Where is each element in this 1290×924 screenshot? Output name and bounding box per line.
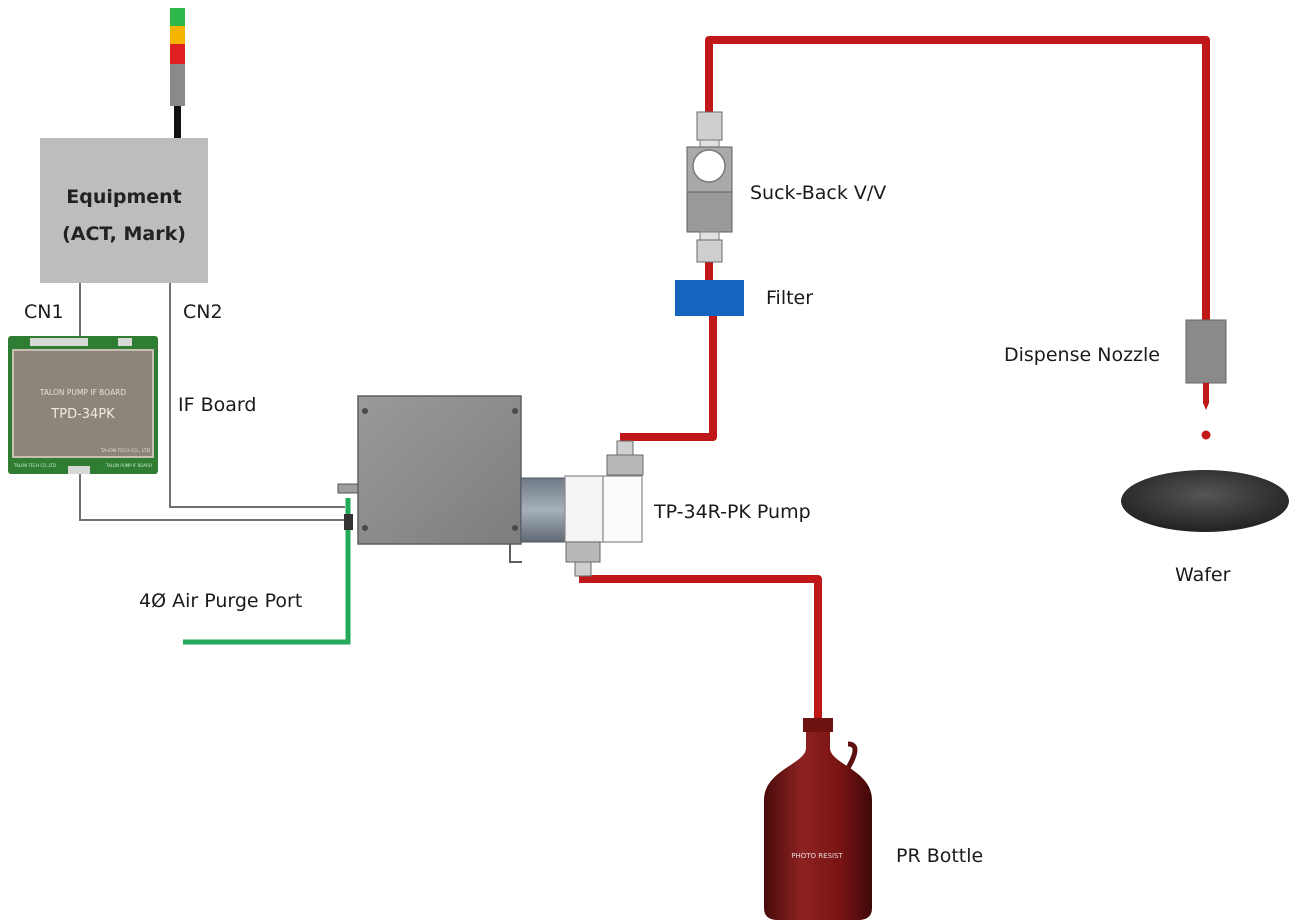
if-board-model-text: TPD-34PK [50,407,115,422]
pump-inlet-nut [565,541,601,563]
pump-screw [512,408,518,414]
if-board-cover [12,349,154,458]
suck-back-valve-label: Suck-Back V/V [750,182,886,204]
dispense-nozzle-label: Dispense Nozzle [1004,344,1160,366]
valve-window [692,149,726,183]
purge-connector [344,514,353,530]
if-board-label: IF Board [178,394,256,416]
pump-outlet-nut [606,454,644,476]
pump-outlet-fitting [616,440,634,456]
valve-bottom-nut [696,239,723,263]
signal-tower-body [170,64,185,106]
if-board-connector-bottom [68,466,90,474]
bottle-handle [845,741,858,770]
pump-body [357,395,522,545]
valve-lower-body [686,191,733,233]
pump-screw [362,525,368,531]
equipment-box: Equipment (ACT, Mark) [40,138,208,283]
pump-head-block-outlet [602,475,643,543]
pr-bottle: PHOTO RESIST [764,718,872,920]
bottle-label-text: PHOTO RESIST [791,852,843,860]
pump-head-block [564,475,604,543]
if-board-header-text: TALON PUMP IF BOARD [39,388,126,397]
cn1-label: CN1 [24,301,64,323]
pipe-valve-to-nozzle [705,36,1210,320]
pump-assembly [337,395,644,577]
signal-tower-pole [174,106,181,138]
signal-light-yellow [170,26,185,44]
nozzle-body [1185,319,1227,384]
valve-top-nut [696,111,723,141]
suck-back-valve [686,111,733,263]
bottle-cap [803,718,833,732]
pipe-pump-to-filter [620,310,717,441]
signal-light-red [170,44,185,64]
process-piping [579,36,1210,720]
pump-screw [362,408,368,414]
filter-element [675,280,744,316]
signal-tower [170,8,185,138]
signal-light-green [170,8,185,26]
pump-label: TP-34R-PK Pump [653,501,811,523]
photoresist-drop [1201,430,1211,440]
pump-inlet-fitting [574,561,592,577]
wafer-disc [1121,470,1289,532]
if-board-maker-text: TA-ION TECH CO., LTD [100,448,151,454]
if-board-connector-small [118,338,132,346]
valve-top-fitting [699,139,720,148]
if-board-foot-left-text: TALON TECH CO.,LTD [13,463,56,468]
pump-cylinder [520,477,566,543]
equipment-body [40,138,208,283]
valve-bottom-fitting [699,231,720,241]
nozzle-tip [1203,383,1209,410]
pump-screw [512,525,518,531]
filter-label: Filter [766,287,813,309]
cn2-label: CN2 [183,301,223,323]
equipment-subtitle: (ACT, Mark) [62,223,186,245]
pump-bracket [509,544,522,563]
if-board-foot-right-text: TALON PUMP IF BOARD [105,463,152,468]
air-purge-line [183,498,351,645]
diagram-labels: CN1 CN2 IF Board 4Ø Air Purge Port TP-34… [24,182,1231,867]
if-board-connector-top [30,338,88,346]
pr-bottle-label: PR Bottle [896,845,983,867]
purge-fitting [337,483,359,494]
pipe-bottle-to-pump [579,575,822,720]
wafer-label: Wafer [1175,564,1231,586]
equipment-title: Equipment [66,186,182,208]
dispense-nozzle [1185,319,1227,440]
cn2-cable [169,283,345,508]
if-board: TALON PUMP IF BOARD TPD-34PK TA-ION TECH… [8,336,158,474]
board-to-pump-cable [79,474,345,521]
bottle-body [764,732,872,920]
signal-cables [79,283,345,521]
air-purge-port-label: 4Ø Air Purge Port [139,590,302,612]
